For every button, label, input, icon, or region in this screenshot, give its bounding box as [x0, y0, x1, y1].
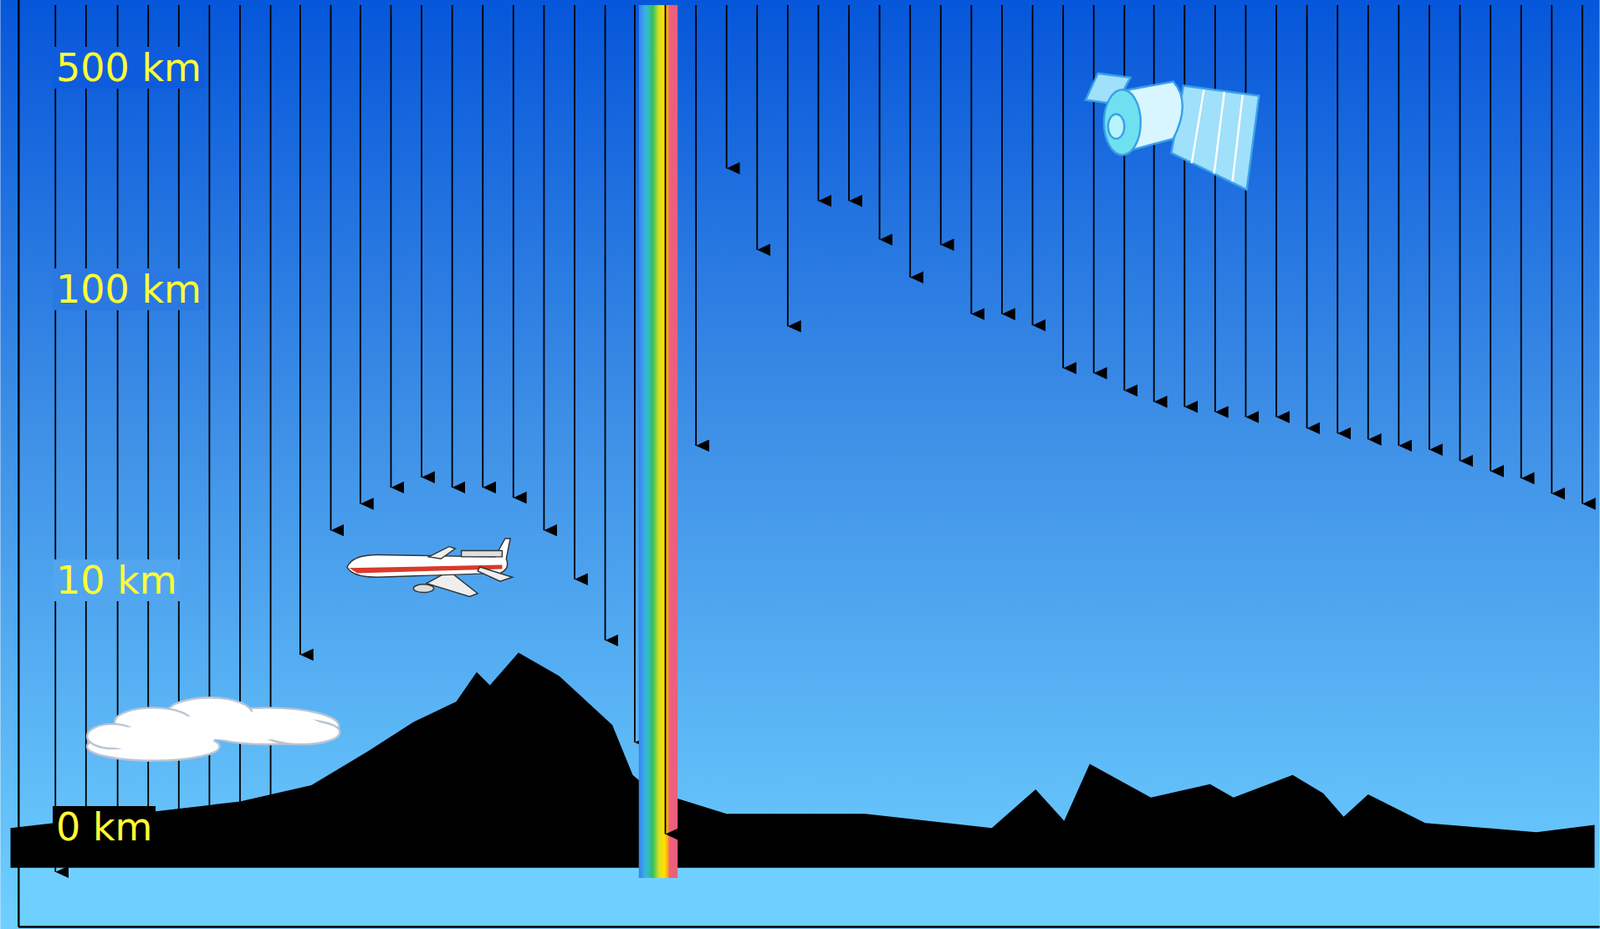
arrow: [604, 5, 607, 641]
arrow: [633, 5, 636, 743]
altitude-label: 500 km: [52, 46, 205, 89]
arrow: [451, 5, 454, 488]
altitude-label: 100 km: [52, 268, 205, 311]
arrow: [909, 5, 911, 278]
arrow: [1062, 5, 1064, 369]
cloud-fill: [92, 711, 322, 751]
arrow: [1550, 5, 1553, 494]
arrow: [970, 5, 972, 315]
frame: [18, 925, 1600, 928]
arrow: [1367, 5, 1370, 440]
arrow: [85, 5, 87, 857]
arrow: [1306, 5, 1309, 429]
arrow: [330, 5, 333, 531]
arrow: [1214, 5, 1217, 413]
arrow: [299, 5, 302, 655]
arrow: [1397, 5, 1400, 446]
arrow: [1123, 5, 1125, 391]
arrow: [542, 5, 545, 531]
arrow: [1183, 5, 1186, 407]
arrow: [725, 5, 728, 169]
arrow: [1581, 5, 1584, 504]
arrow: [420, 5, 423, 478]
arrow: [817, 5, 820, 201]
arrow: [512, 5, 515, 498]
mountains: [10, 653, 639, 869]
arrow: [1032, 5, 1034, 326]
arrow: [1245, 5, 1248, 418]
visible-window: [638, 5, 678, 879]
arrow: [390, 5, 393, 488]
satellite: [1085, 73, 1259, 190]
frame: [17, 0, 20, 928]
arrow: [359, 5, 362, 504]
arrow: [1275, 5, 1278, 418]
arrow: [787, 5, 789, 327]
arrow: [1153, 5, 1156, 402]
arrow: [664, 5, 667, 834]
radiation-arrows: [55, 5, 1583, 873]
arrow: [1001, 5, 1003, 315]
arrow: [756, 5, 758, 251]
arrow: [1336, 5, 1339, 434]
arrow: [848, 5, 850, 201]
arrow: [695, 5, 697, 446]
arrow: [54, 5, 57, 873]
ground-band: [18, 867, 1600, 929]
arrow: [1459, 5, 1462, 461]
altitude-label: 10 km: [52, 559, 181, 602]
mountains: [677, 763, 1595, 868]
arrow: [1489, 5, 1492, 471]
arrow: [940, 5, 942, 246]
arrow: [1428, 5, 1431, 450]
arrow: [1520, 5, 1523, 479]
airplane: [347, 538, 513, 598]
arrow: [1093, 5, 1095, 374]
arrow: [481, 5, 484, 488]
cloud: [86, 697, 340, 762]
altitude-label: 0 km: [52, 806, 156, 849]
arrow: [879, 5, 881, 240]
arrow: [573, 5, 576, 580]
